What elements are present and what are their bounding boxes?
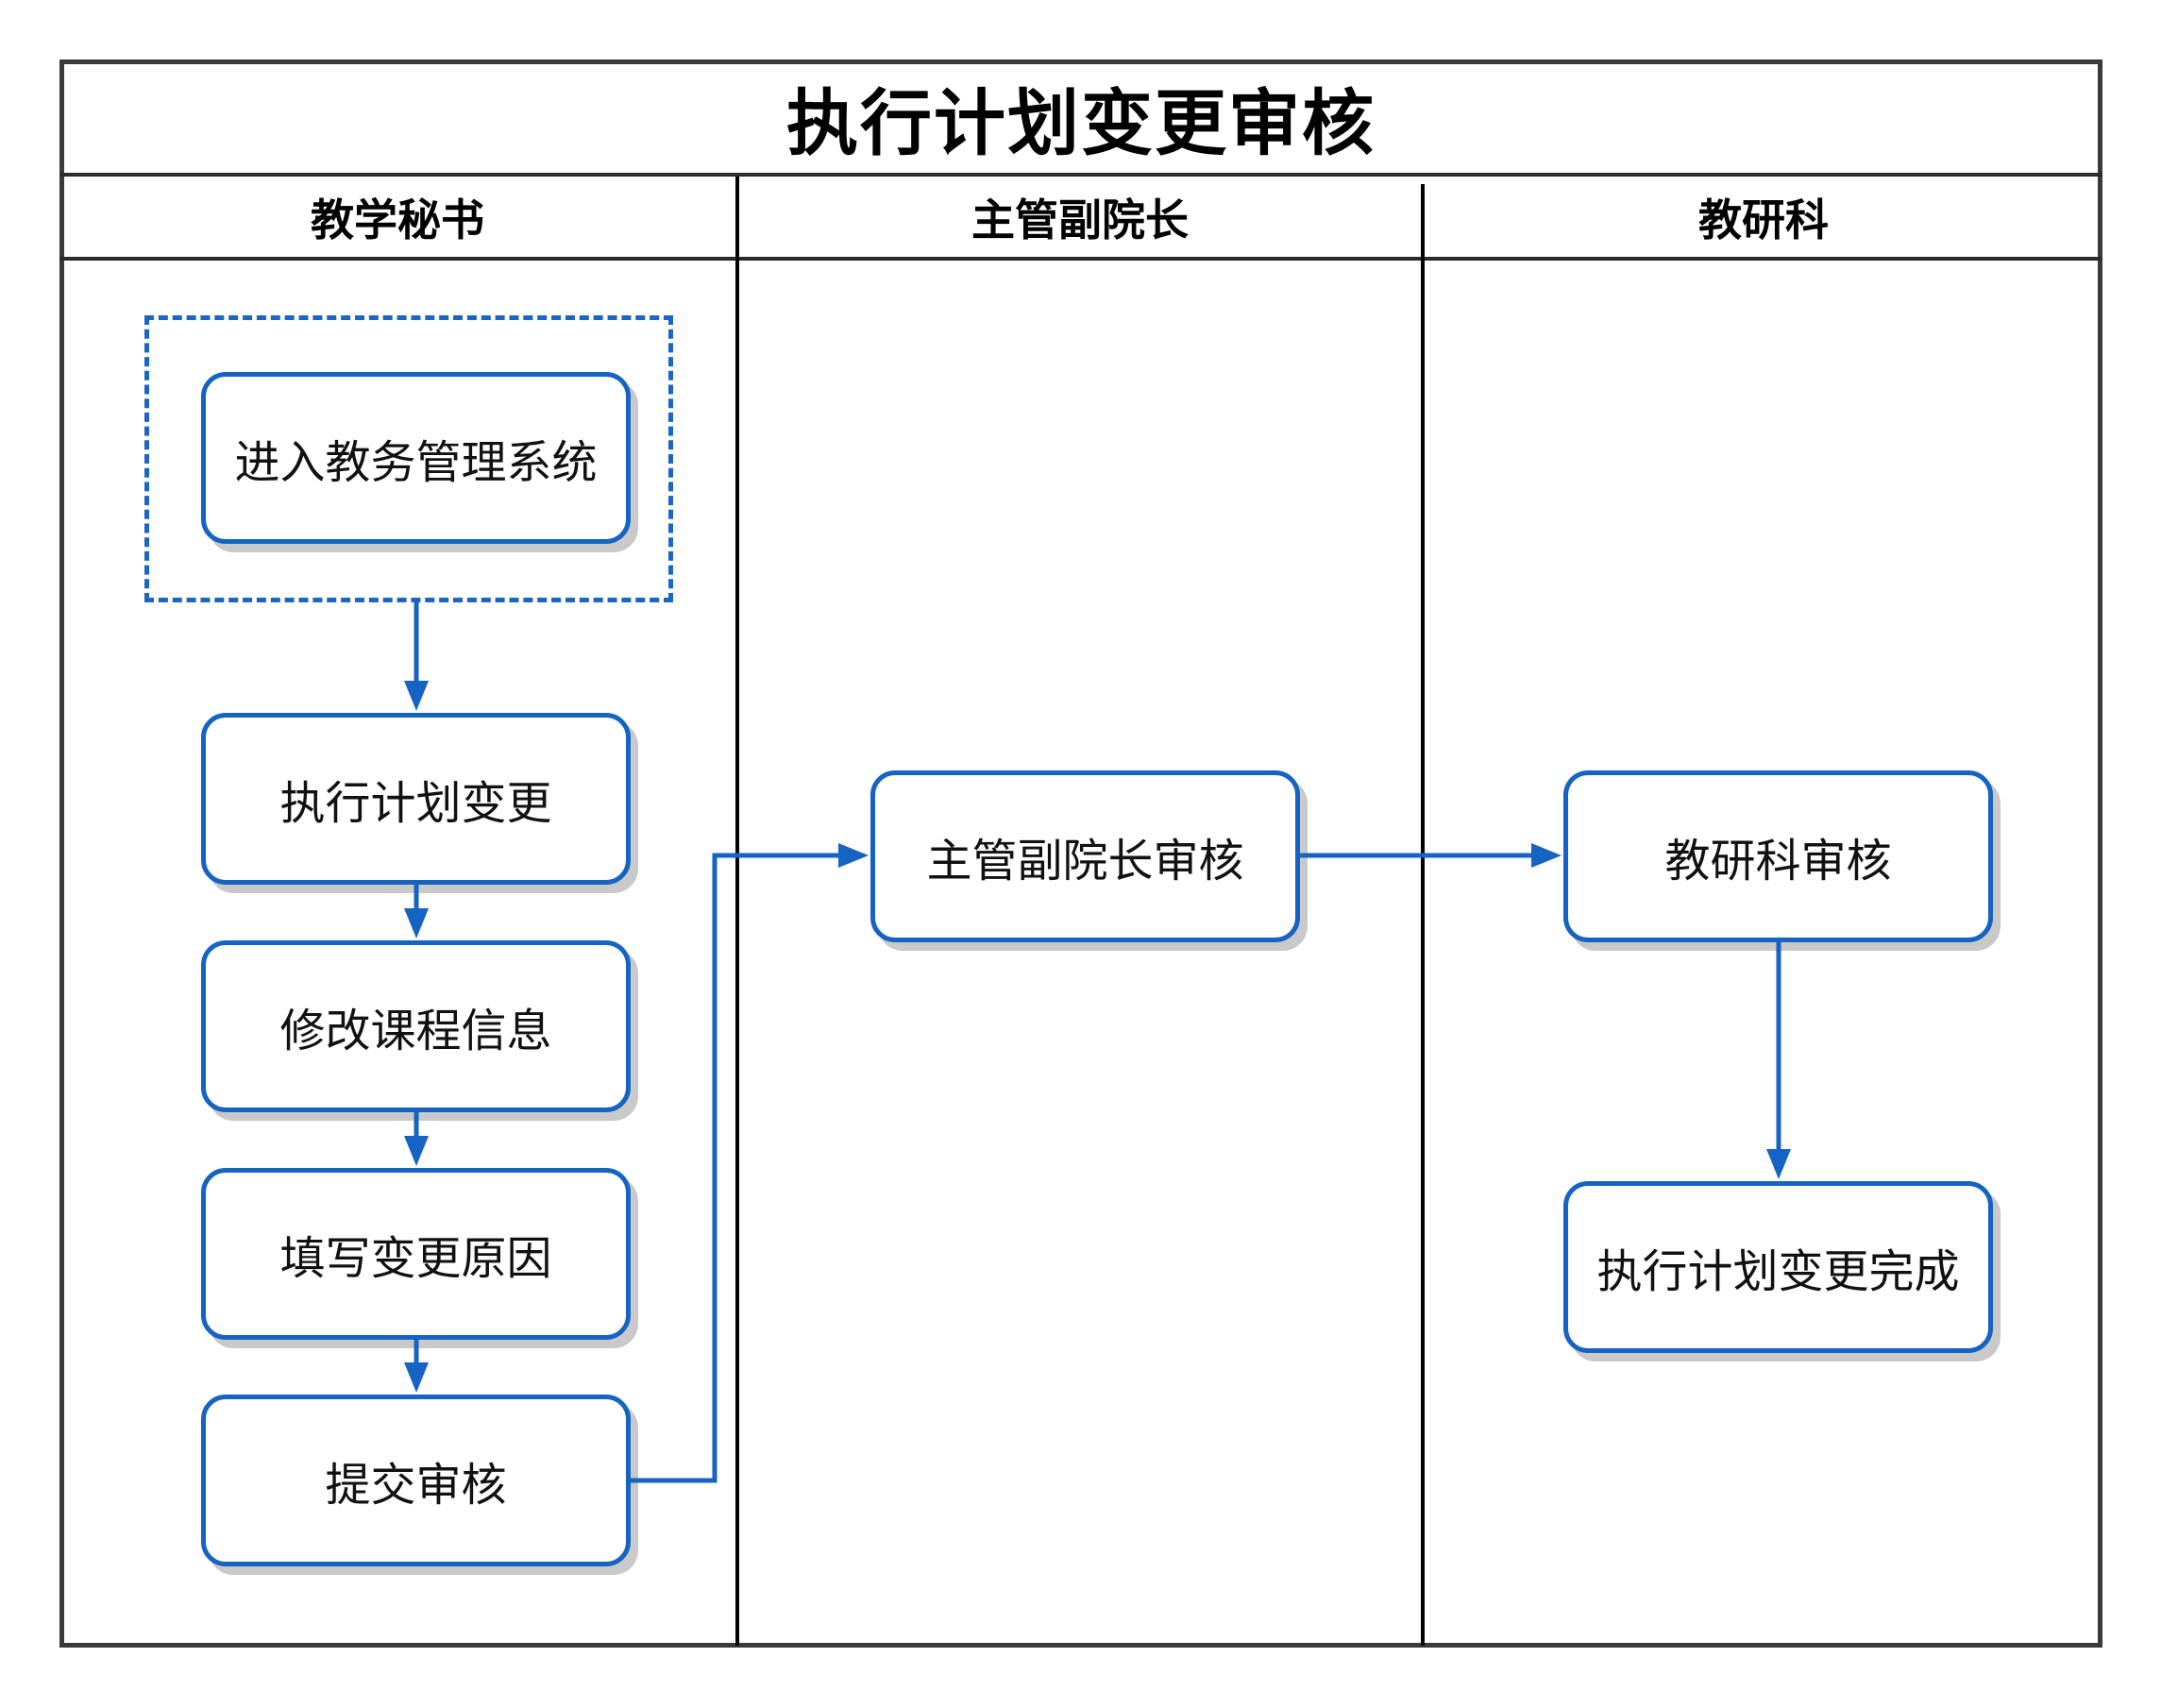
node-enter-system[interactable]: 进入教务管理系统 xyxy=(201,372,631,544)
node-research-review[interactable]: 教研科审核 xyxy=(1563,770,1993,942)
lane-divider-2 xyxy=(1421,184,1425,1646)
node-execute-change[interactable]: 执行计划变更 xyxy=(201,713,631,885)
node-submit-review[interactable]: 提交审核 xyxy=(201,1395,631,1566)
diagram-title: 执行计划变更审核 xyxy=(786,81,1376,165)
node-fill-reason[interactable]: 填写变更原因 xyxy=(201,1168,631,1340)
header-separator xyxy=(59,257,2102,261)
node-change-complete[interactable]: 执行计划变更完成 xyxy=(1563,1181,1993,1353)
node-modify-course[interactable]: 修改课程信息 xyxy=(201,940,631,1112)
node-vp-review[interactable]: 主管副院长审核 xyxy=(870,770,1300,942)
lane-header-secretary: 教学秘书 xyxy=(311,194,484,245)
title-separator xyxy=(59,173,2102,177)
start-group-dashed xyxy=(144,315,673,602)
lane-header-research-office: 教研科 xyxy=(1698,194,1829,245)
lane-divider-1 xyxy=(735,177,739,1646)
lane-header-vice-dean: 主管副院长 xyxy=(971,194,1189,245)
diagram-frame xyxy=(59,59,2102,1648)
